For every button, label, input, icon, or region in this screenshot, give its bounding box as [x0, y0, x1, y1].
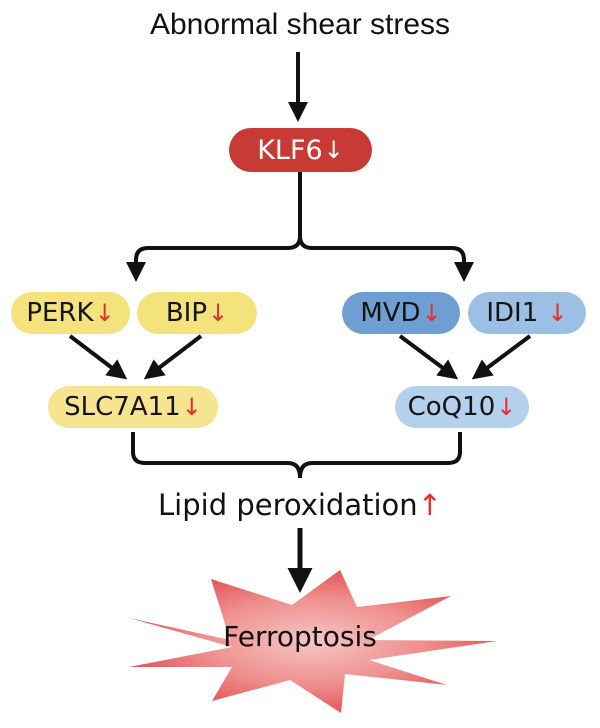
- split-connector: [126, 172, 302, 282]
- node-klf6: KLF6↓: [229, 128, 372, 172]
- arrow-down-icon: ↓: [547, 299, 568, 327]
- arrow-mvd-to-coq10: [398, 334, 459, 380]
- node-bip-label: BIP: [165, 298, 208, 328]
- node-slc7a11: SLC7A11↓: [48, 386, 218, 428]
- arrow-up-icon: ↑: [417, 488, 442, 522]
- source-label: Abnormal shear stress: [149, 8, 451, 41]
- node-bip: BIP↓: [137, 292, 257, 334]
- node-coq10-label: CoQ10: [407, 392, 496, 422]
- node-idi1: IDI1 ↓: [468, 292, 586, 334]
- converge-brace: [131, 432, 462, 479]
- arrow-idi1-to-coq10: [471, 334, 532, 380]
- ferroptosis-burst: [129, 570, 497, 713]
- arrow-down-icon: ↓: [421, 299, 442, 327]
- arrow-down-icon: ↓: [181, 393, 202, 421]
- node-perk-label: PERK: [26, 298, 94, 328]
- node-perk: PERK↓: [11, 292, 130, 334]
- arrow-down-icon: ↓: [94, 299, 115, 327]
- arrow-down-icon: ↓: [496, 393, 517, 421]
- arrow-perk-to-slc7a11: [68, 334, 128, 380]
- node-coq10: CoQ10↓: [395, 386, 529, 428]
- arrow-bip-to-slc7a11: [143, 334, 203, 380]
- lipid-peroxidation-label: Lipid peroxidation↑: [0, 488, 600, 522]
- arrow-down-icon: ↓: [323, 136, 344, 164]
- node-slc7a11-label: SLC7A11: [64, 392, 181, 422]
- node-mvd: MVD↓: [342, 292, 460, 334]
- node-klf6-label: KLF6: [257, 134, 323, 166]
- arrow-down-icon: ↓: [208, 299, 229, 327]
- node-idi1-label: IDI1: [486, 298, 539, 328]
- lipid-peroxidation-text: Lipid peroxidation: [158, 488, 418, 522]
- node-mvd-label: MVD: [360, 298, 421, 328]
- split-connector-right: [298, 235, 474, 282]
- ferroptosis-label: Ferroptosis: [223, 620, 377, 653]
